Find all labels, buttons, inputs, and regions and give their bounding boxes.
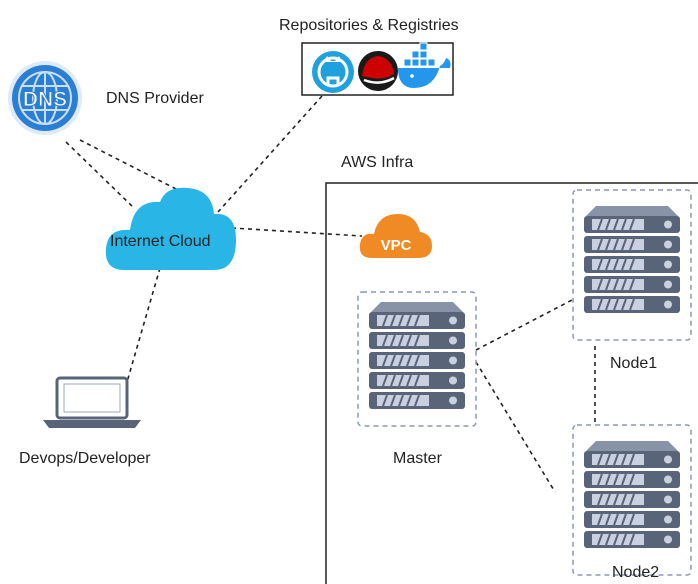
laptop-icon: [43, 376, 141, 428]
aws-infra-boundary: [325, 182, 698, 584]
repositories-label: Repositories & Registries: [279, 17, 459, 34]
dns-provider-label: DNS Provider: [106, 90, 204, 107]
master-group: [357, 291, 477, 427]
connections: [65, 95, 596, 493]
edge-master-node1: [475, 299, 573, 351]
edge-repos-cloud: [217, 95, 323, 213]
edge-dns-cloud-2: [65, 141, 135, 209]
internet-cloud-label: Internet Cloud: [110, 233, 211, 250]
github-icon: [312, 51, 354, 93]
globe-dns-icon: DNS: [8, 61, 82, 135]
node1-label: Node1: [610, 355, 658, 372]
vpc-label: VPC: [381, 237, 412, 254]
vpc-cloud-icon: VPC: [359, 214, 432, 258]
master-server-icon: [368, 301, 466, 410]
redhat-icon: [358, 51, 398, 91]
dns-badge-text: DNS: [23, 88, 67, 111]
aws-infra-label: AWS Infra: [341, 154, 414, 171]
cloud-icon: [105, 187, 237, 270]
edge-cloud-vpc: [231, 227, 363, 237]
node2-server-icon: [583, 440, 681, 549]
node1-group: [572, 189, 692, 341]
edge-cloud-devops: [126, 267, 161, 383]
node2-label: Node2: [612, 564, 660, 581]
master-label: Master: [393, 450, 442, 467]
node2-group: [572, 424, 692, 576]
node1-server-icon: [583, 205, 681, 314]
docker-icon: [398, 42, 451, 88]
edge-dns-cloud: [79, 139, 179, 191]
edge-master-node2: [475, 361, 556, 493]
devops-label: Devops/Developer: [19, 450, 151, 467]
